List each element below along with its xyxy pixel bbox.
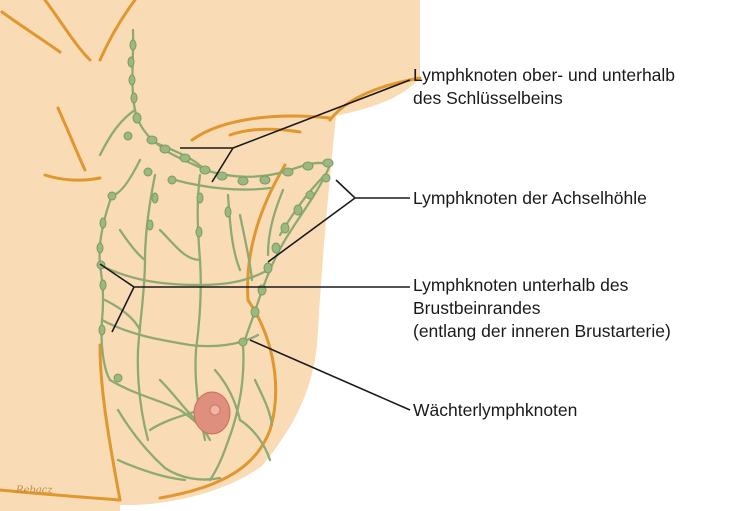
artist-signature: Rebacz <box>16 485 53 496</box>
nipple <box>210 405 220 415</box>
label-supraclavicular-line1: Lymphknoten ober- und unterhalb <box>413 64 675 87</box>
label-axillary-line1: Lymphknoten der Achselhöhle <box>413 187 647 210</box>
label-axillary-nodes: Lymphknoten der Achselhöhle <box>413 187 647 210</box>
label-supraclavicular-nodes: Lymphknoten ober- und unterhalb des Schl… <box>413 64 675 110</box>
label-sentinel-line1: Wächterlymphknoten <box>413 399 577 422</box>
label-parasternal-line1: Lymphknoten unterhalb des <box>413 274 671 297</box>
label-parasternal-line2: Brustbeinrandes <box>413 297 671 320</box>
label-parasternal-nodes: Lymphknoten unterhalb des Brustbeinrande… <box>413 274 671 343</box>
label-sentinel-node: Wächterlymphknoten <box>413 399 577 422</box>
label-parasternal-line3: (entlang der inneren Brustarterie) <box>413 320 671 343</box>
label-supraclavicular-line2: des Schlüsselbeins <box>413 87 675 110</box>
